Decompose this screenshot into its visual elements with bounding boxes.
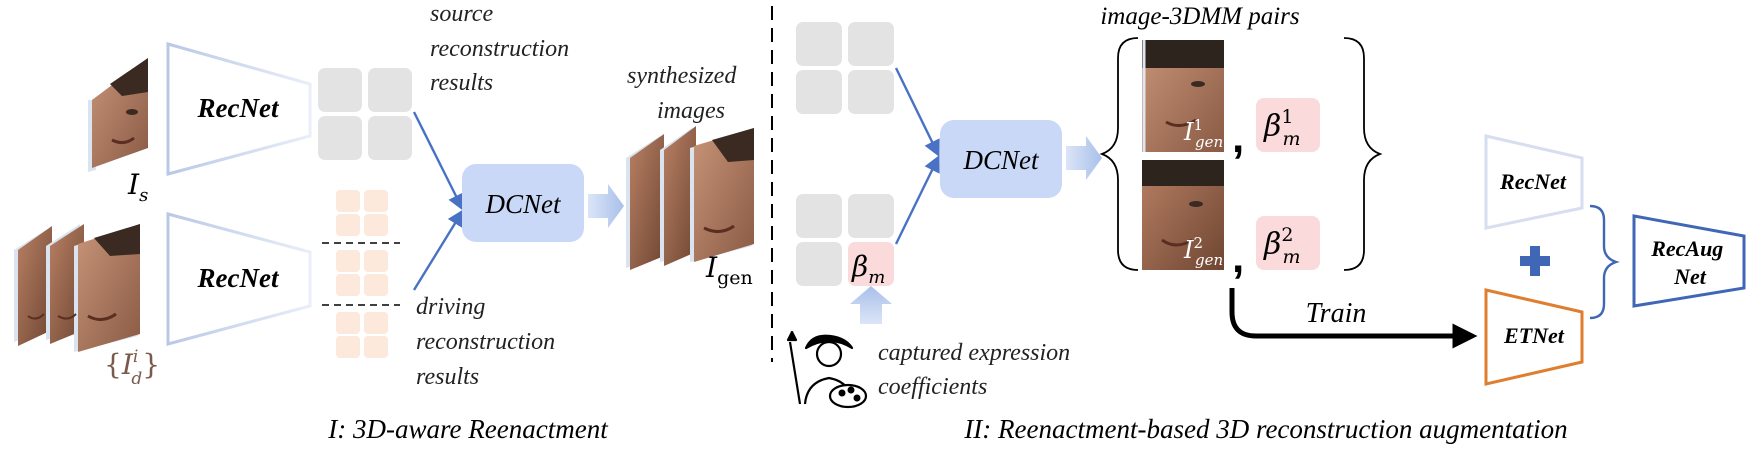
recaugnet-box: RecAug Net xyxy=(1632,214,1746,308)
recaugnet-label: RecAug Net xyxy=(1650,236,1729,289)
recnet-encoder-bottom: RecNet xyxy=(166,212,312,346)
beta-input-symbol: βm xyxy=(851,250,885,288)
synthesized-images-label: synthesized images xyxy=(627,63,742,124)
dcnet-1-label: DCNet xyxy=(484,189,562,219)
source-to-dcnet-arrow xyxy=(412,111,464,212)
etnet-label: ETNet xyxy=(1503,323,1565,348)
dcnet-2-label: DCNet xyxy=(962,145,1040,175)
recnet-box-2: RecNet xyxy=(1484,134,1584,230)
pair-1-image xyxy=(1142,40,1224,152)
pair-1-comma: , xyxy=(1232,113,1244,162)
recaug-brace xyxy=(1589,204,1620,320)
recnet-2-label: RecNet xyxy=(1499,169,1567,194)
pair-2-beta-box xyxy=(1256,216,1320,270)
etnet-box: ETNet xyxy=(1484,288,1584,386)
pair-2-image xyxy=(1142,160,1224,270)
source-image-symbol: Is xyxy=(127,168,148,206)
pairs-title: image-3DMM pairs xyxy=(1100,3,1299,30)
top-grid-to-dcnet-arrow xyxy=(894,67,940,158)
section-2-caption: II: Reenactment-based 3D reconstruction … xyxy=(963,414,1567,444)
gen-symbol: Igen xyxy=(705,251,753,289)
plus-icon: + xyxy=(1520,246,1550,276)
recnet-bottom-label: RecNet xyxy=(197,263,280,293)
pair-2-comma: , xyxy=(1232,233,1244,282)
driving-coeff-grid xyxy=(796,194,894,286)
driving-faces-images xyxy=(14,224,140,352)
train-label: Train xyxy=(1306,298,1367,329)
section-2: βm captured expression coefficients DCNe… xyxy=(786,3,1746,444)
pairs-right-brace xyxy=(1343,37,1383,271)
source-reconstruction-grid xyxy=(318,68,412,160)
bottom-grid-to-dcnet-arrow xyxy=(894,154,940,245)
driving-to-dcnet-arrow xyxy=(412,209,464,291)
section-1: Is RecNet source reconstruction results xyxy=(14,1,754,444)
captured-to-beta-arrow xyxy=(850,286,892,324)
driving-reconstruction-label: driving reconstruction results xyxy=(416,294,561,390)
pair-1-beta-box xyxy=(1256,98,1320,152)
source-face-image xyxy=(88,58,148,172)
section-1-caption: I: 3D-aware Reenactment xyxy=(327,414,609,444)
captured-coefficients-label: captured expression coefficients xyxy=(878,340,1076,400)
recnet-top-label: RecNet xyxy=(197,93,280,123)
painter-icon xyxy=(786,330,868,409)
pairs-left-brace xyxy=(1099,37,1139,271)
driving-reconstruction-grid xyxy=(336,190,388,358)
recnet-encoder-top: RecNet xyxy=(166,42,312,176)
dcnet-to-pairs-arrow xyxy=(1066,136,1102,180)
train-arrow xyxy=(1229,288,1478,349)
source-coeff-grid xyxy=(796,22,894,114)
source-reconstruction-label: source reconstruction results xyxy=(430,1,575,96)
dcnet-to-synth-arrow xyxy=(588,184,624,228)
dcnet-box-2: DCNet xyxy=(940,120,1062,198)
dcnet-box-1: DCNet xyxy=(462,164,584,242)
synthesized-images xyxy=(626,126,754,270)
